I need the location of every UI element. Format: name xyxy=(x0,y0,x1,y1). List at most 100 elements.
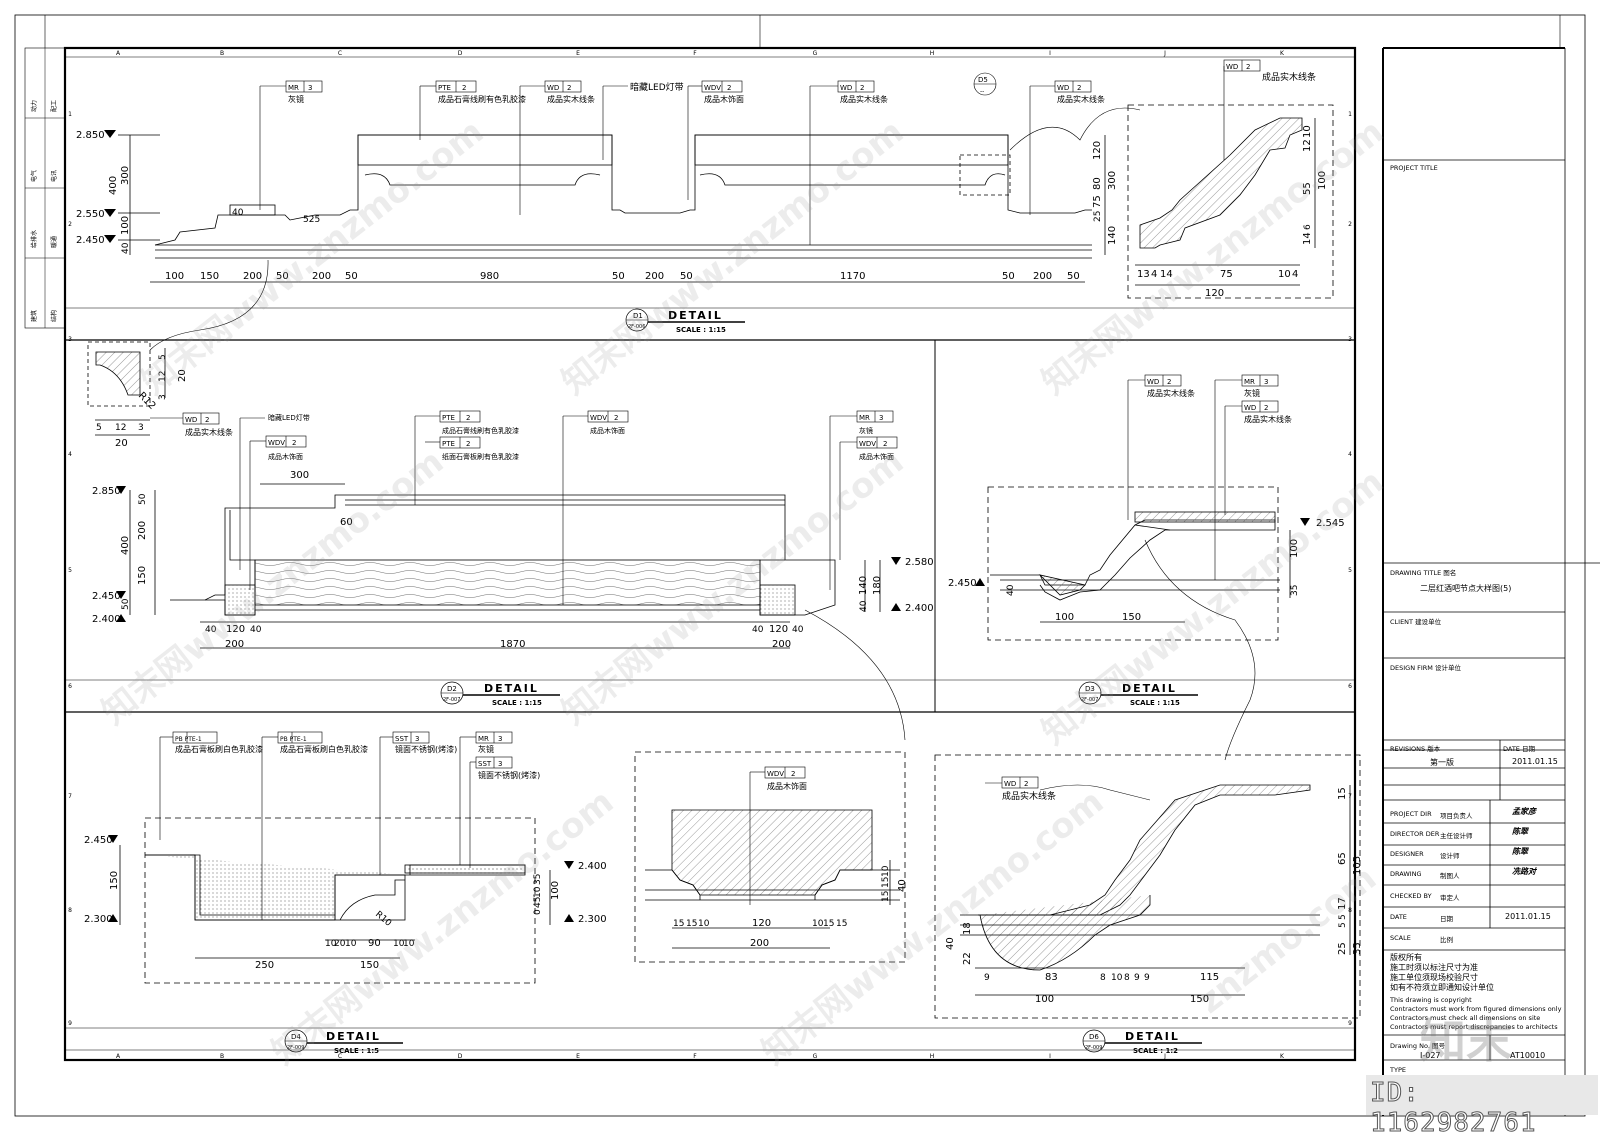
svg-text:D4: D4 xyxy=(291,1033,301,1041)
svg-text:成品木饰面: 成品木饰面 xyxy=(704,94,744,104)
svg-text:6: 6 xyxy=(1348,683,1352,690)
row-cn-checked: 审定人 xyxy=(1440,894,1460,902)
svg-text:50: 50 xyxy=(1067,271,1080,282)
svg-text:9: 9 xyxy=(1348,1020,1352,1027)
svg-text:5: 5 xyxy=(1348,567,1352,574)
svg-text:结构: 结构 xyxy=(50,310,58,322)
svg-text:35: 35 xyxy=(533,874,543,885)
copyright-line-6: Contractors must check all dimensions on… xyxy=(1390,1014,1541,1022)
svg-text:WD: WD xyxy=(547,84,559,92)
svg-text:2: 2 xyxy=(791,770,795,778)
svg-text:电气: 电气 xyxy=(30,170,38,182)
svg-text:B: B xyxy=(220,50,224,57)
date-row-cn: 日期 xyxy=(1440,915,1453,923)
svg-text:PB PTE-1: PB PTE-1 xyxy=(175,736,202,743)
svg-text:5: 5 xyxy=(96,423,102,433)
svg-text:6: 6 xyxy=(68,683,72,690)
row-cn-director: 主任设计师 xyxy=(1440,832,1473,840)
svg-text:180: 180 xyxy=(872,576,883,595)
svg-text:250: 250 xyxy=(255,960,274,971)
svg-text:2: 2 xyxy=(1167,378,1171,386)
detail-d1-title: D1 2F-006 DETAIL SCALE : 1:15 xyxy=(625,308,745,334)
svg-text:B: B xyxy=(220,1053,224,1060)
svg-text:14: 14 xyxy=(1302,232,1313,245)
svg-text:2: 2 xyxy=(1348,221,1352,228)
svg-text:MR: MR xyxy=(1244,378,1255,386)
svg-text:10: 10 xyxy=(881,865,891,877)
svg-text:H: H xyxy=(930,50,935,57)
svg-text:镜面不锈钢(烤漆): 镜面不锈钢(烤漆) xyxy=(395,744,457,754)
svg-text:10: 10 xyxy=(1111,973,1123,983)
svg-text:D3: D3 xyxy=(1085,685,1095,693)
svg-text:140: 140 xyxy=(1107,226,1118,245)
row-cn-project-dir: 项目负责人 xyxy=(1440,812,1473,820)
svg-text:2F-007: 2F-007 xyxy=(1081,697,1098,703)
svg-text:暗藏LED灯带: 暗藏LED灯带 xyxy=(268,413,310,422)
svg-text:镜面不锈钢(烤漆): 镜面不锈钢(烤漆) xyxy=(478,770,540,780)
svg-text:成品木饰面: 成品木饰面 xyxy=(590,426,625,435)
svg-text:40: 40 xyxy=(945,937,956,950)
svg-text:150: 150 xyxy=(1190,994,1209,1005)
svg-text:3: 3 xyxy=(138,423,144,433)
svg-text:建筑: 建筑 xyxy=(30,310,38,322)
svg-text:2.580: 2.580 xyxy=(905,557,934,568)
svg-text:40: 40 xyxy=(121,242,131,254)
drawing-title-label: DRAWING TITLE 图名 xyxy=(1390,569,1457,577)
svg-text:10: 10 xyxy=(812,919,824,929)
svg-text:WD: WD xyxy=(1057,84,1069,92)
svg-text:2.300: 2.300 xyxy=(578,914,607,925)
svg-text:1170: 1170 xyxy=(840,271,865,282)
svg-text:成品实木线条: 成品实木线条 xyxy=(185,427,233,437)
svg-text:WD: WD xyxy=(1226,63,1238,71)
svg-text:成品实木线条: 成品实木线条 xyxy=(1244,414,1292,424)
detail-d4-elevations: 2.450 2.300 2.400 2.300 xyxy=(84,835,607,925)
svg-text:J: J xyxy=(1163,50,1166,57)
svg-text:50: 50 xyxy=(276,271,289,282)
svg-text:2.450: 2.450 xyxy=(948,578,977,589)
svg-text:SCALE : 1:15: SCALE : 1:15 xyxy=(676,326,726,334)
svg-text:200: 200 xyxy=(772,639,791,650)
svg-text:10: 10 xyxy=(1302,125,1313,138)
svg-text:SCALE : 1:5: SCALE : 1:5 xyxy=(334,1047,379,1055)
svg-text:12: 12 xyxy=(115,423,126,433)
revision-date: 2011.01.15 xyxy=(1512,757,1558,766)
svg-text:55: 55 xyxy=(1302,182,1313,195)
svg-text:10: 10 xyxy=(533,886,543,898)
scale-cn: 比例 xyxy=(1440,936,1453,944)
svg-text:2.550: 2.550 xyxy=(76,209,105,220)
detail-d2-title: D2 2F-007 DETAIL SCALE : 1:15 xyxy=(440,681,560,707)
svg-text:MR: MR xyxy=(859,414,870,422)
svg-text:40: 40 xyxy=(752,625,764,635)
id-badge: ID: 1162982761 xyxy=(1370,1078,1537,1138)
svg-text:D5: D5 xyxy=(978,76,988,84)
svg-text:22: 22 xyxy=(962,952,973,965)
svg-text:100: 100 xyxy=(1035,994,1054,1005)
svg-text:45: 45 xyxy=(533,897,543,908)
svg-text:K: K xyxy=(1280,50,1285,57)
svg-text:100: 100 xyxy=(1289,539,1300,558)
svg-text:3: 3 xyxy=(308,84,312,92)
detail-d1-drawing xyxy=(118,134,1106,283)
drawing-border xyxy=(63,46,1357,1062)
svg-text:DETAIL: DETAIL xyxy=(1122,682,1177,695)
svg-text:F: F xyxy=(693,1053,697,1060)
svg-text:2: 2 xyxy=(466,440,470,448)
svg-text:100: 100 xyxy=(1055,612,1074,623)
svg-text:20: 20 xyxy=(334,939,346,949)
svg-text:WDV: WDV xyxy=(767,770,784,778)
svg-text:2.450: 2.450 xyxy=(92,591,121,602)
row-label-project-dir: PROJECT DIR xyxy=(1390,810,1432,818)
detail-d6-title: D6 2F-009 DETAIL SCALE : 1:2 xyxy=(1082,1029,1202,1055)
svg-text:8: 8 xyxy=(1124,973,1130,983)
copyright-line-7: Contractors must report discrepancies to… xyxy=(1390,1023,1558,1031)
drawing-no-label: Drawing No. 图号 xyxy=(1390,1042,1445,1050)
svg-text:120: 120 xyxy=(752,918,771,929)
svg-text:I: I xyxy=(1049,1053,1051,1060)
svg-text:PTE: PTE xyxy=(442,414,455,422)
revisions-label: REVISIONS 版本 xyxy=(1390,745,1441,753)
svg-text:40: 40 xyxy=(859,600,869,612)
detail-d3-title: D3 2F-007 DETAIL SCALE : 1:15 xyxy=(1078,681,1198,707)
svg-text:980: 980 xyxy=(480,271,499,282)
svg-text:5: 5 xyxy=(1338,914,1348,920)
